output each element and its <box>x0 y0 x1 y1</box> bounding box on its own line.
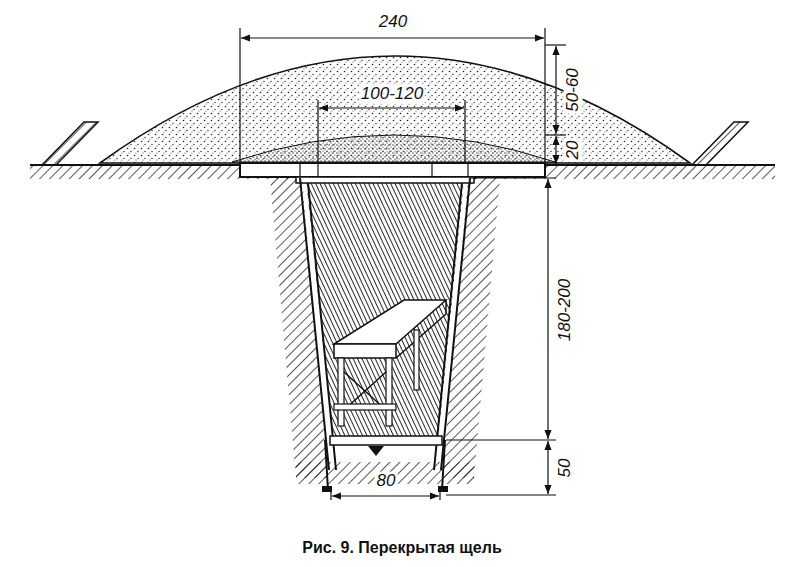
dimension-label: 50-60 <box>564 66 583 113</box>
dimension-label: 100-120 <box>359 85 425 104</box>
dimension-label: 80 <box>375 472 398 491</box>
dimension-label: 20 <box>564 139 583 162</box>
dimension-label: 180-200 <box>556 277 575 343</box>
figure-caption: Рис. 9. Перекрытая щель <box>299 539 505 557</box>
dimension-label: 50 <box>556 457 575 480</box>
dimension-label: 240 <box>377 13 409 32</box>
